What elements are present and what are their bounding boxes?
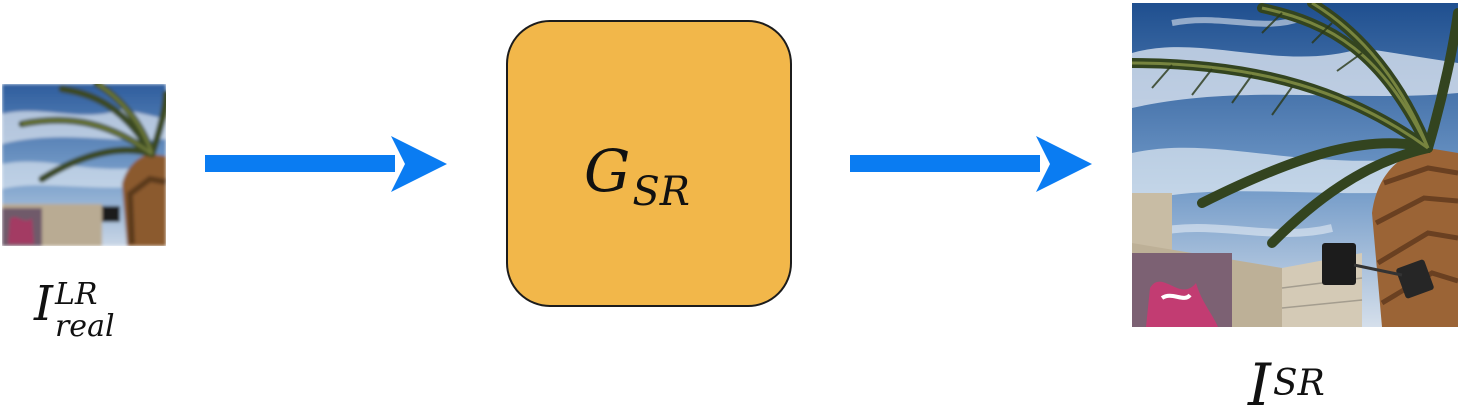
input-superscript: LR [54, 277, 98, 312]
generator-symbol: G [584, 137, 631, 205]
output-symbol: I [1248, 351, 1271, 418]
generator-label: GSR [584, 142, 690, 212]
input-subscript: real [54, 309, 115, 344]
palm-tree-photo-sr-icon [1132, 3, 1458, 327]
generator-box [506, 20, 792, 307]
palm-tree-photo-lr-icon [2, 84, 166, 246]
output-sr-image [1132, 3, 1458, 327]
generator-subscript: SR [632, 169, 690, 215]
input-lr-image [2, 84, 166, 246]
input-symbol: I [34, 276, 53, 332]
right-arrow-icon [850, 136, 1092, 192]
output-label: ISR [1248, 356, 1325, 414]
right-arrow-icon [205, 136, 447, 192]
output-superscript: SR [1272, 363, 1325, 404]
